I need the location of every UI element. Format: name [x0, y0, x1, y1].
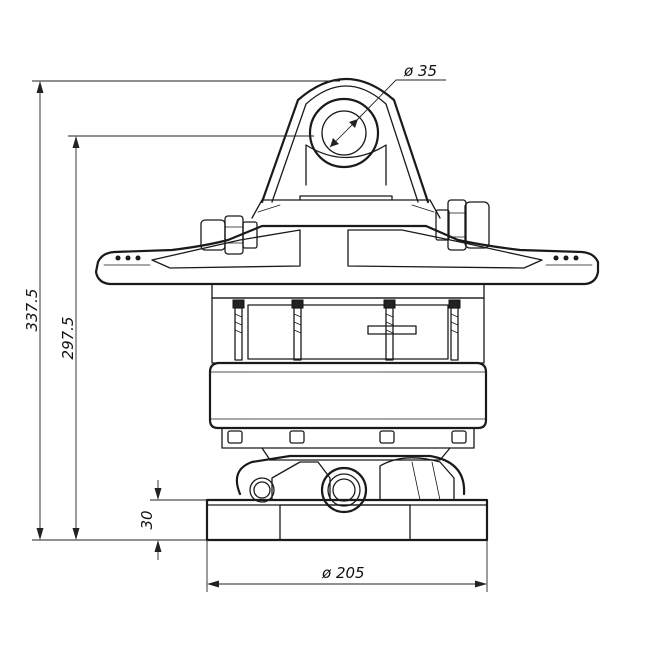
lower-port-body	[235, 454, 466, 514]
pin-height-text: 297.5	[59, 317, 77, 360]
lug-base	[251, 195, 441, 219]
flange-thickness-text: 30	[138, 510, 156, 529]
lower-bolt-row	[221, 427, 475, 461]
pin-hole	[308, 97, 380, 169]
overall-height-text: 337.5	[23, 289, 41, 332]
dimension-base-diameter: ø 205	[206, 540, 488, 592]
top-lug	[260, 78, 430, 204]
center-port	[320, 466, 368, 514]
right-hydraulic-fitting	[435, 199, 490, 251]
base-flange	[205, 498, 489, 542]
dimension-flange-thickness: 30	[138, 480, 207, 560]
top-housing	[94, 224, 600, 299]
dimension-overall-height: 337.5	[23, 80, 340, 541]
pin-diameter-text: ø 35	[403, 62, 437, 80]
stud-nut	[383, 299, 396, 309]
stud-nut	[448, 299, 461, 309]
dimension-pin-diameter: ø 35	[357, 62, 446, 120]
stud-section	[211, 297, 485, 364]
rotator-body	[94, 78, 600, 542]
left-hydraulic-fitting	[200, 215, 258, 255]
stud-nut	[232, 299, 245, 309]
motor-housing	[208, 361, 488, 430]
base-diameter-text: ø 205	[321, 564, 365, 582]
dimension-pin-height: 297.5	[59, 135, 314, 540]
side-port	[249, 477, 275, 503]
stud-nut	[291, 299, 304, 309]
